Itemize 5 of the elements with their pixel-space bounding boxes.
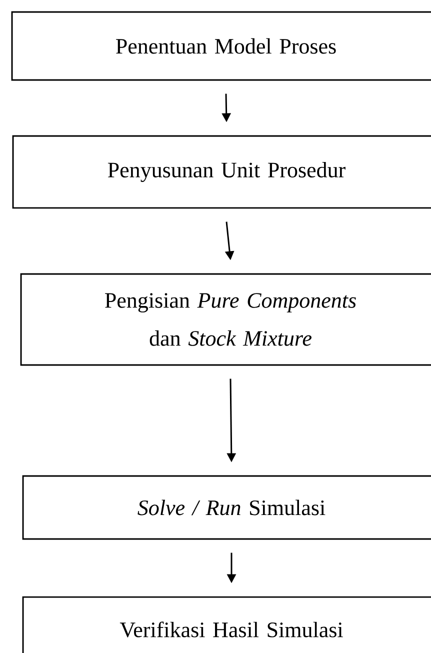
process-box: Penyusunan Unit Prosedur [12, 135, 431, 209]
process-box: Solve / Run Simulasi [22, 475, 431, 540]
process-box: Pengisian Pure Components dan Stock Mixture [20, 273, 431, 366]
process-box: Verifikasi Hasil Simulasi [22, 596, 431, 653]
process-box: Penentuan Model Proses [11, 11, 431, 81]
